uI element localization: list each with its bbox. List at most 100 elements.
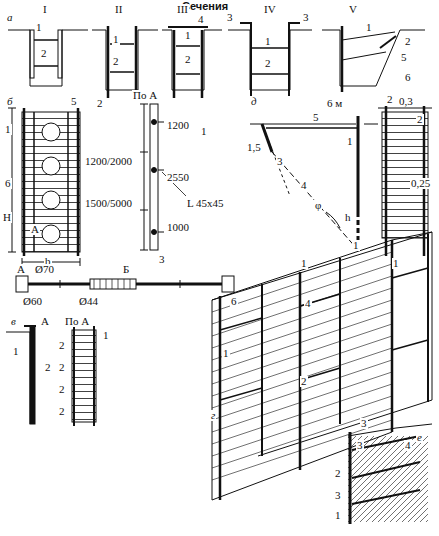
callout-label: 2 (416, 114, 424, 125)
callout-label: 1 (102, 330, 110, 341)
callout-label: а (6, 12, 14, 23)
board-line (212, 360, 392, 420)
callout-label: 1 (264, 36, 272, 47)
callout-label: 0,3 (398, 96, 414, 107)
callout-label: 1 (200, 126, 208, 137)
callout-label: 2 (184, 54, 192, 65)
board-line (212, 336, 392, 396)
callout-label: А (40, 316, 50, 327)
callout-label: A (30, 224, 40, 235)
callout-label: IV (263, 4, 277, 15)
callout-label: 2 (44, 362, 52, 373)
callout-label: 3 (226, 12, 234, 23)
callout-label: 1,5 (246, 142, 262, 153)
callout-label: Б (122, 264, 130, 275)
board-line (212, 276, 392, 336)
frame-elevation (8, 104, 186, 266)
callout-label: 3 (158, 254, 166, 265)
callout-label: H (2, 212, 12, 223)
callout-label: V (348, 4, 358, 15)
callout-label: д (250, 96, 258, 107)
callout-label: φ (314, 200, 322, 211)
callout-label: 3 (356, 440, 364, 451)
callout-label: 4 (304, 298, 312, 309)
callout-label: 1 (300, 258, 308, 269)
anchored-slope (348, 424, 432, 524)
callout-label: 2 (334, 468, 342, 479)
callout-label: h (344, 212, 352, 223)
board-line (212, 264, 392, 324)
callout-label: 1 (184, 30, 192, 41)
callout-label: е (416, 432, 423, 443)
callout-label: II (114, 4, 123, 15)
callout-label: 1 (112, 34, 120, 45)
callout-label: Ø44 (78, 296, 99, 307)
callout-label: 2 (58, 406, 66, 417)
callout-label: 2 (112, 56, 120, 67)
callout-label: 5 (312, 112, 320, 123)
strut-detail (16, 276, 234, 292)
callout-label: 4 (404, 440, 412, 451)
callout-label: 1 (334, 510, 342, 521)
callout-label: 5 (70, 96, 78, 107)
callout-label: 1 (365, 22, 373, 33)
callout-label: 1 (4, 124, 12, 135)
board-line (212, 312, 392, 372)
board-line (212, 372, 392, 432)
callout-label: 1 (392, 258, 400, 269)
callout-label: 2 (96, 98, 104, 109)
callout-label: 4 (300, 180, 308, 191)
callout-label: 3 (360, 418, 368, 429)
callout-label: I (42, 4, 48, 15)
callout-label: 3 (334, 490, 342, 501)
callout-label: Ø60 (22, 296, 43, 307)
callout-label: 6 (230, 296, 238, 307)
callout-label: L 45x45 (186, 198, 225, 209)
callout-label: 3 (302, 12, 310, 23)
callout-label: По А (64, 316, 90, 327)
callout-label: 1200 (166, 120, 190, 131)
callout-label: 4 (197, 14, 205, 25)
board-line (212, 348, 392, 408)
callout-label: 2 (264, 58, 272, 69)
callout-label: 6 м (326, 98, 343, 109)
board-line (212, 288, 392, 348)
callout-label: 1 (12, 346, 20, 357)
callout-label: 5 (400, 52, 408, 63)
callout-label: 2 (40, 48, 48, 59)
board-line (212, 324, 392, 384)
callout-label: б (6, 96, 14, 107)
callout-label: 3 (276, 156, 284, 167)
callout-label: 0,25 (410, 178, 431, 189)
callout-label: По А (132, 90, 158, 101)
board-line (212, 252, 392, 312)
trench-sections (8, 23, 425, 98)
callout-label: 1 (352, 240, 360, 251)
callout-label: 1000 (166, 222, 190, 233)
callout-label: 1 (35, 22, 43, 33)
callout-label: 6 (404, 72, 412, 83)
callout-label: 2 (386, 94, 394, 105)
callout-label: г (210, 410, 216, 421)
callout-label: Ø70 (34, 264, 55, 275)
callout-label: 2 (300, 376, 308, 387)
callout-label: 2 (58, 362, 66, 373)
callout-label: 1 (222, 348, 230, 359)
callout-label: III (176, 4, 189, 15)
callout-label: 2550 (166, 172, 190, 183)
board-line (212, 300, 392, 360)
board-line (212, 384, 392, 444)
callout-label: в (10, 316, 17, 327)
cantilever-wall (6, 326, 96, 426)
callout-label: 6 (4, 178, 12, 189)
callout-label: 1200/2000 (84, 156, 133, 167)
anchored-sheet-wall (250, 106, 432, 256)
callout-label: А (16, 264, 26, 275)
callout-label: 2 (58, 384, 66, 395)
callout-label: 1 (346, 136, 354, 147)
callout-label: 2 (404, 36, 412, 47)
callout-label: 1500/5000 (84, 198, 133, 209)
callout-label: 2 (58, 340, 66, 351)
